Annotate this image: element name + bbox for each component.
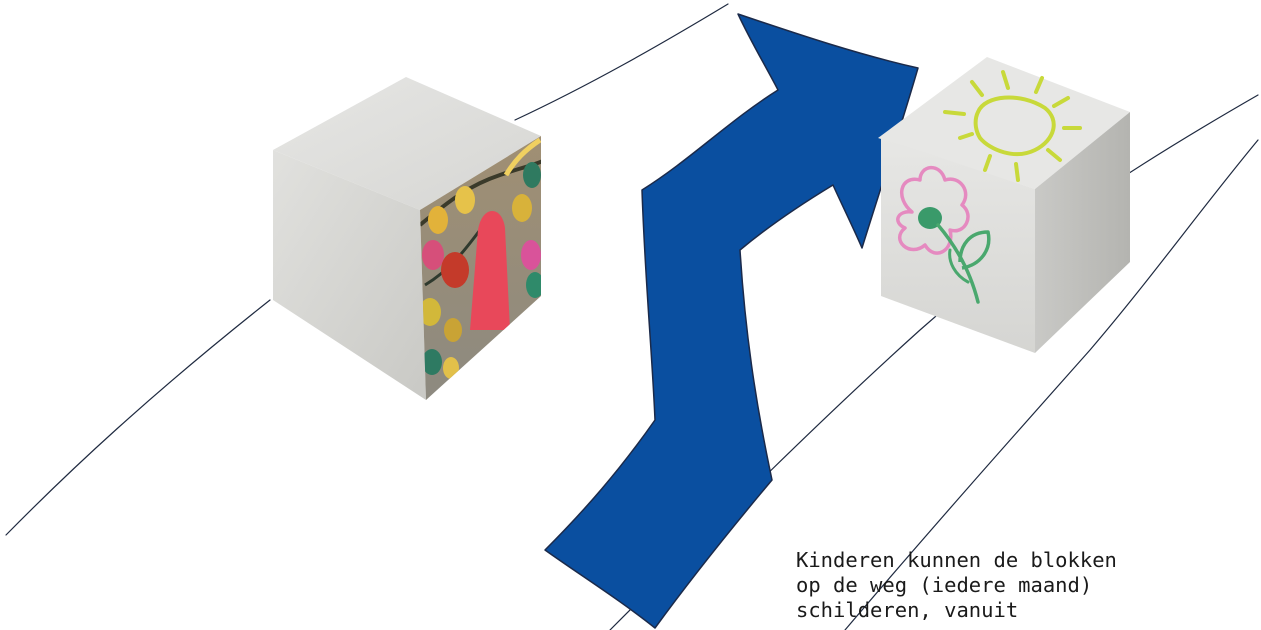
caption-line-3: schilderen, vanuit	[796, 598, 1256, 623]
road-edge-left	[6, 300, 270, 535]
caption-text: Kinderen kunnen de blokken op de weg (ie…	[796, 548, 1256, 623]
road-edge-far-top	[515, 4, 728, 120]
direction-arrow	[545, 14, 918, 628]
painted-block-right	[878, 57, 1130, 353]
caption-line-1: Kinderen kunnen de blokken	[796, 548, 1256, 573]
painted-block-left	[273, 77, 545, 400]
caption-line-2: op de weg (iedere maand)	[796, 573, 1256, 598]
